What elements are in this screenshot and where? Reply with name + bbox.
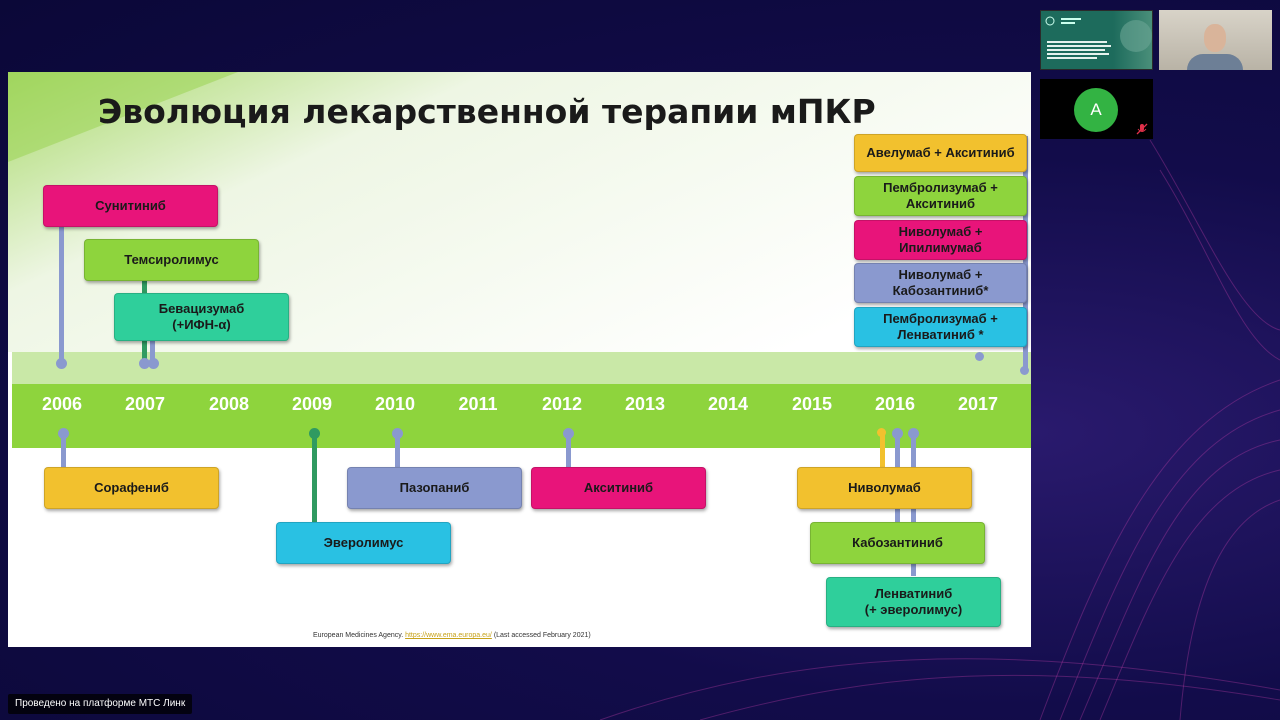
- reference-text: European Medicines Agency.: [313, 632, 406, 639]
- dot-sunitinib: [56, 358, 67, 369]
- presentation-slide: Эволюция лекарственной терапии мПКР 2006…: [8, 72, 1031, 647]
- stem-bevacizumab: [150, 340, 155, 360]
- combo-box-pembrolizumab-axitinib: Пембролизумаб + Акситиниб: [854, 176, 1027, 216]
- dot-nivolumab: [877, 428, 886, 437]
- stem-axitinib: [566, 434, 571, 468]
- dot-cabozantinib: [892, 428, 903, 439]
- platform-badge: Проведено на платформе МТС Линк: [8, 694, 193, 714]
- mic-off-icon: [1136, 123, 1148, 135]
- year-2013: 2013: [624, 394, 666, 414]
- dot-everolimus: [309, 428, 320, 439]
- thumbnail-content: [1045, 16, 1152, 59]
- year-2008: 2008: [208, 394, 250, 414]
- drug-box-sorafenib: Сорафениб: [44, 467, 219, 509]
- slide-reference: European Medicines Agency. https://www.e…: [313, 632, 591, 639]
- year-2012: 2012: [541, 394, 583, 414]
- dot-lenvatinib: [908, 428, 919, 439]
- dot-temsirolimus: [139, 358, 150, 369]
- year-2017: 2017: [957, 394, 999, 414]
- shared-screen-thumbnail[interactable]: [1040, 10, 1153, 70]
- speaker-body: [1187, 54, 1243, 70]
- year-2016: 2016: [874, 394, 916, 414]
- reference-accessed: (Last accessed February 2021): [491, 632, 591, 639]
- year-2011: 2011: [458, 394, 498, 414]
- dot-pazopanib: [392, 428, 403, 439]
- drug-box-nivolumab: Ниволумаб: [797, 467, 972, 509]
- stem-nivolumab: [880, 434, 885, 468]
- year-2010: 2010: [374, 394, 416, 414]
- drug-box-axitinib: Акситиниб: [531, 467, 706, 509]
- avatar: А: [1074, 88, 1118, 132]
- dot-sorafenib: [58, 428, 69, 439]
- dot-axitinib: [563, 428, 574, 439]
- drug-box-bevacizumab: Бевацизумаб (+ИФН-α): [114, 293, 289, 341]
- participant-tile[interactable]: А: [1040, 79, 1153, 139]
- stem-everolimus: [312, 434, 317, 522]
- drug-box-lenvatinib: Ленватиниб (+ эверолимус): [826, 577, 1001, 627]
- year-2007: 2007: [124, 394, 166, 414]
- stem-sorafenib: [61, 434, 66, 468]
- drug-box-everolimus: Эверолимус: [276, 522, 451, 564]
- drug-box-pazopanib: Пазопаниб: [347, 467, 522, 509]
- timeline-band: [12, 384, 1031, 448]
- dot-combos: [1020, 366, 1029, 375]
- reference-link[interactable]: https://www.ema.europa.eu/: [405, 632, 492, 639]
- timeline-upper-band: [12, 352, 1031, 384]
- year-2014: 2014: [707, 394, 749, 414]
- drug-box-temsirolimus: Темсиролимус: [84, 239, 259, 281]
- combo-box-avelumab-axitinib: Авелумаб + Акситиниб: [854, 134, 1027, 172]
- stem-pazopanib: [395, 434, 400, 468]
- combo-box-nivolumab-cabozantinib: Ниволумаб + Кабозантиниб*: [854, 263, 1027, 303]
- drug-box-sunitinib: Сунитиниб: [43, 185, 218, 227]
- slide-title: Эволюция лекарственной терапии мПКР: [98, 92, 876, 131]
- year-2015: 2015: [791, 394, 833, 414]
- year-2006: 2006: [41, 394, 83, 414]
- speaker-video-tile[interactable]: [1159, 10, 1272, 70]
- speaker-head: [1204, 24, 1226, 52]
- year-2009: 2009: [291, 394, 333, 414]
- combo-box-nivolumab-ipilimumab: Ниволумаб + Ипилимумаб: [854, 220, 1027, 260]
- stem-sunitinib: [59, 226, 64, 360]
- combo-box-pembrolizumab-lenvatinib: Пембролизумаб + Ленватиниб *: [854, 307, 1027, 347]
- drug-box-cabozantinib: Кабозантиниб: [810, 522, 985, 564]
- dot-bevacizumab: [148, 358, 159, 369]
- dot-lenvatinib-combo: [975, 352, 984, 361]
